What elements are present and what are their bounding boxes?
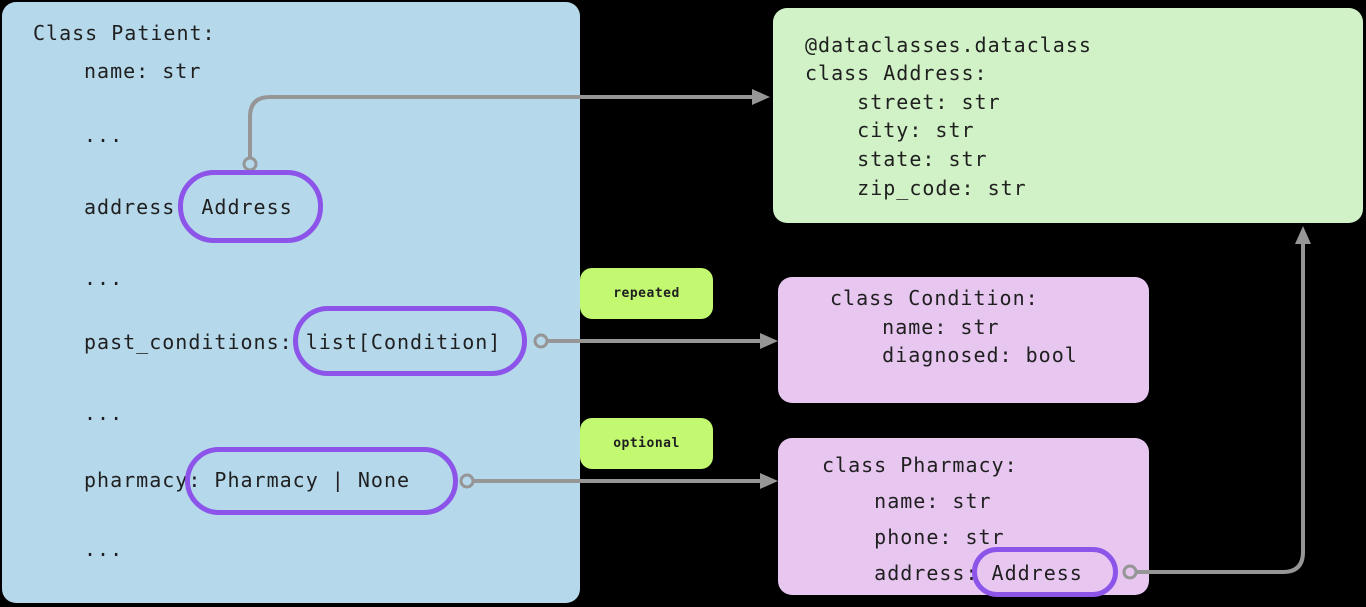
condition-field-diagnosed: diagnosed: bool: [830, 343, 1078, 367]
highlight-pharmacy-none-type: [185, 447, 458, 515]
patient-ellipsis-1: ...: [84, 123, 124, 147]
pharmacy-field-name: name: str: [822, 489, 992, 513]
patient-field-pharmacy: pharmacy: Pharmacy | None: [84, 468, 411, 492]
condition-class-declaration: class Condition:: [830, 286, 1039, 310]
address-class-declaration: class Address:: [805, 61, 988, 85]
arrow-pharmacy-address-to-address-class: [1136, 244, 1305, 574]
pharmacy-class-box: [778, 438, 1149, 595]
address-decorator: @dataclasses.dataclass: [805, 33, 1092, 57]
arrowhead-address-class: [752, 89, 770, 105]
patient-class-declaration: Class Patient:: [33, 21, 216, 45]
arrowhead-condition-class: [760, 333, 778, 349]
address-field-zip-code: zip_code: str: [805, 176, 1027, 200]
address-field-state: state: str: [805, 147, 988, 171]
patient-field-address: address: Address: [84, 195, 293, 219]
highlight-list-condition-type: [293, 306, 527, 376]
repeated-badge: repeated: [580, 268, 713, 319]
address-field-street: street: str: [805, 90, 1001, 114]
condition-class-box: [778, 277, 1149, 403]
patient-field-past-conditions: past_conditions: list[Condition]: [84, 330, 502, 354]
optional-badge-label: optional: [613, 436, 680, 451]
patient-ellipsis-3: ...: [84, 401, 124, 425]
patient-ellipsis-4: ...: [84, 537, 124, 561]
highlight-pharmacy-address-type: [972, 547, 1118, 597]
pharmacy-class-declaration: class Pharmacy:: [822, 453, 1018, 477]
arrowhead-address-class-bottom: [1295, 226, 1311, 244]
patient-ellipsis-2: ...: [84, 266, 124, 290]
optional-badge: optional: [580, 418, 713, 469]
pharmacy-field-phone: phone: str: [822, 525, 1005, 549]
condition-field-name: name: str: [830, 315, 1000, 339]
address-class-box: [773, 8, 1363, 223]
pharmacy-field-address: address: Address: [822, 561, 1083, 585]
patient-field-name: name: str: [84, 59, 202, 83]
repeated-badge-label: repeated: [613, 286, 680, 301]
highlight-address-type: [178, 170, 323, 243]
address-field-city: city: str: [805, 118, 975, 142]
arrowhead-pharmacy-class: [760, 473, 778, 489]
